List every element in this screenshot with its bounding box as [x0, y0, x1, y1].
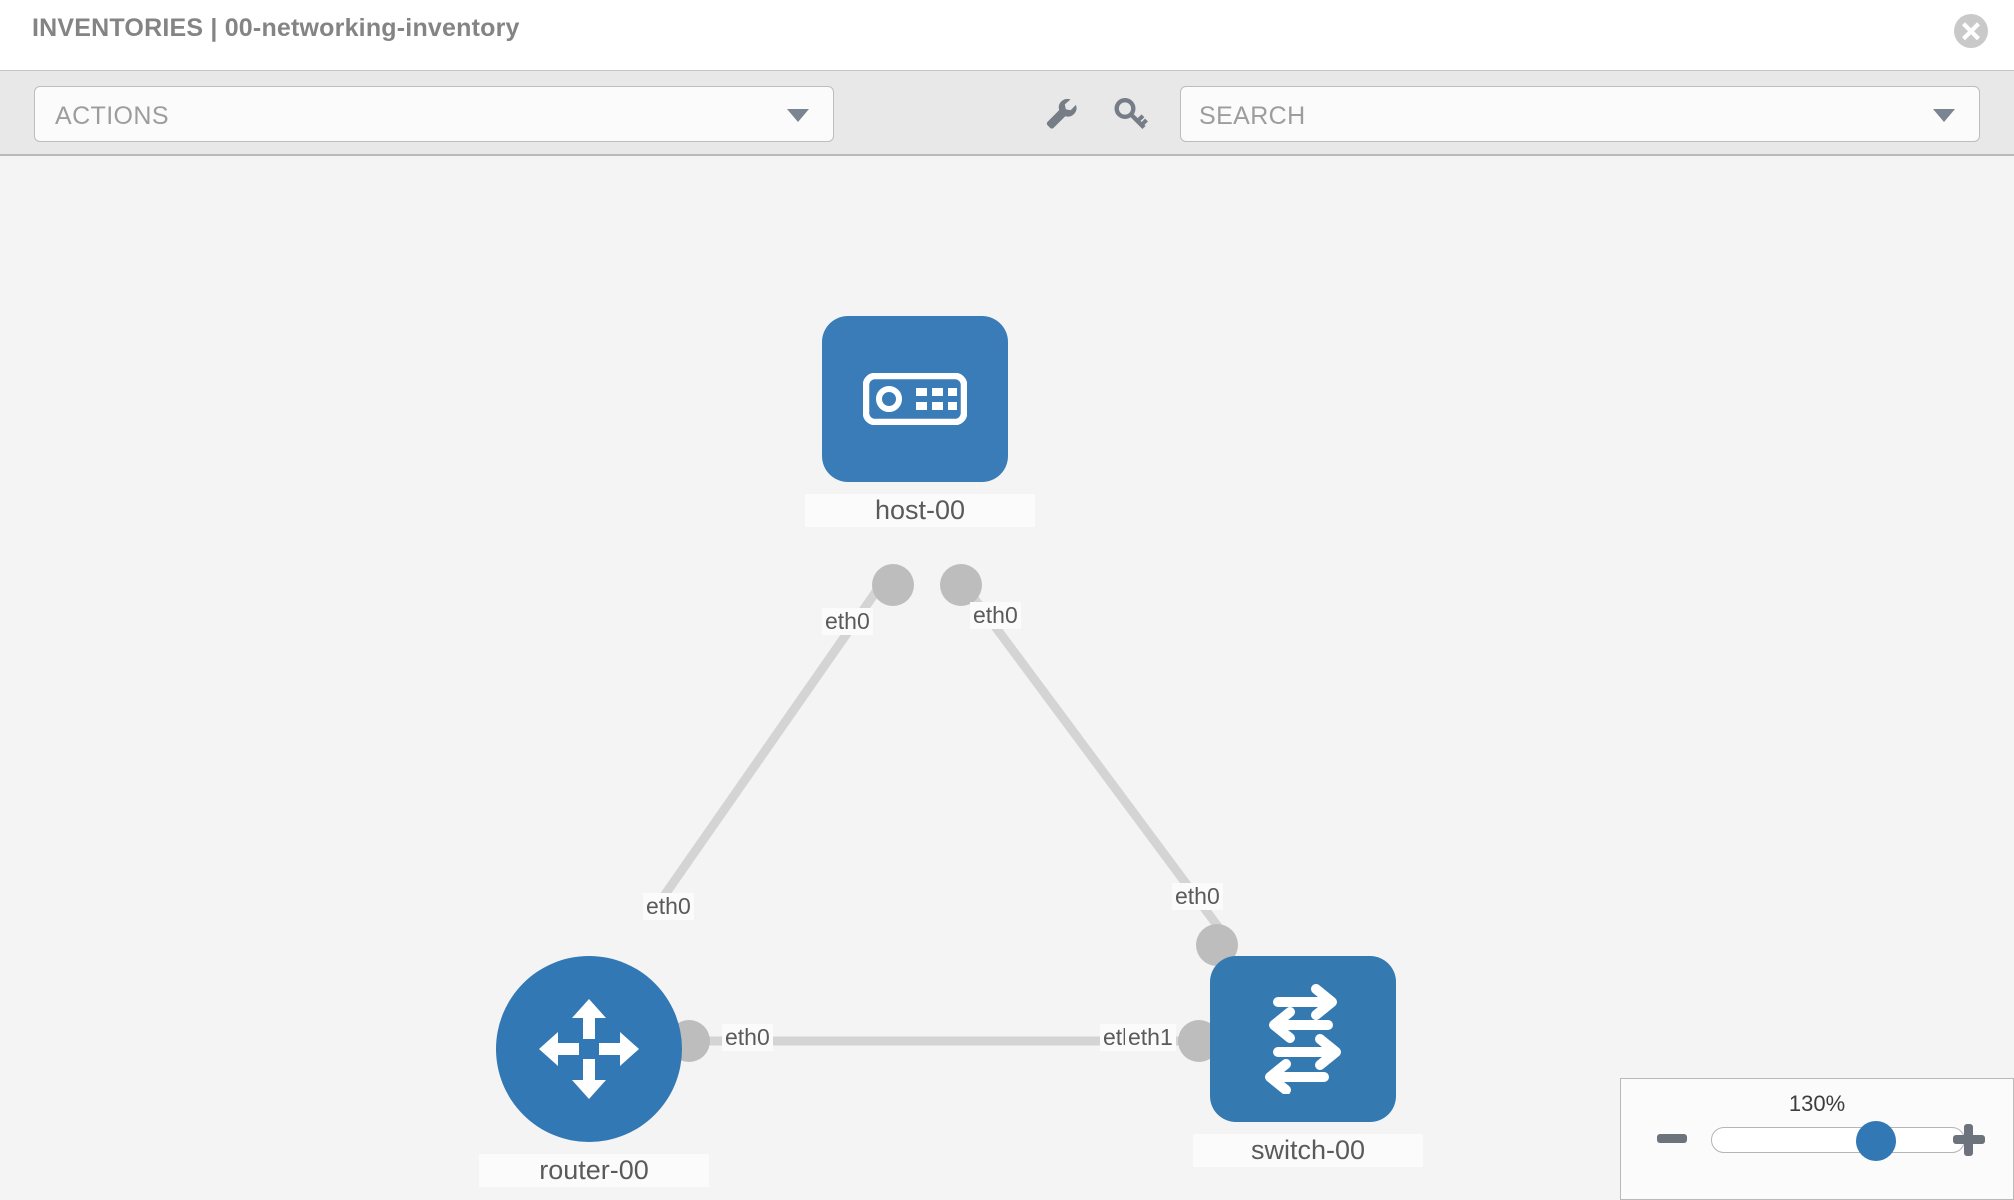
switch-arrows-icon: [1210, 956, 1396, 1122]
topology-canvas[interactable]: host-00: [0, 156, 2014, 1200]
interface-label-host00-eth0-left: eth0: [822, 608, 873, 635]
actions-dropdown[interactable]: ACTIONS: [34, 86, 834, 142]
interface-label-switch00-eth0-uplink: eth0: [1172, 883, 1223, 910]
toolbar: ACTIONS SEARCH: [0, 70, 2014, 156]
node-router-00-label: router-00: [479, 1154, 709, 1187]
zoom-out-button[interactable]: [1657, 1134, 1687, 1143]
zoom-level-value: 130%: [1788, 1091, 1846, 1116]
router-arrows-icon: [496, 956, 682, 1142]
interface-nub-host00-left[interactable]: [872, 564, 914, 606]
node-host-00-label: host-00: [805, 494, 1035, 527]
key-icon-glyph: [1114, 97, 1148, 130]
zoom-slider-thumb[interactable]: [1855, 1121, 1896, 1161]
zoom-slider[interactable]: [1711, 1121, 1965, 1161]
node-switch-00[interactable]: switch-00: [1193, 956, 1423, 1167]
zoom-control-panel: 130%: [1620, 1078, 2014, 1200]
topology-links: [646, 583, 1229, 1046]
key-icon[interactable]: [1110, 93, 1152, 135]
wrench-icon-glyph: [1046, 98, 1077, 129]
server-appliance-icon: [822, 316, 1008, 482]
interface-label-router00-eth0-uplink: eth0: [643, 893, 694, 920]
node-switch-00-shape: [1210, 956, 1396, 1122]
link-host00-switch00[interactable]: [961, 583, 1229, 939]
node-switch-00-label: switch-00: [1193, 1134, 1423, 1167]
page-title: INVENTORIES | 00-networking-inventory: [32, 14, 520, 42]
chevron-down-icon: [787, 109, 809, 122]
search-input-placeholder: SEARCH: [1199, 102, 1306, 130]
close-icon[interactable]: [1954, 14, 1988, 48]
close-icon-glyph: [1962, 22, 1980, 41]
link-host00-router00[interactable]: [646, 583, 884, 919]
interface-nub-host00-right[interactable]: [940, 564, 982, 606]
interface-label-host00-eth0-right: eth0: [970, 602, 1021, 629]
interface-label-router00-eth0: eth0: [722, 1024, 773, 1051]
node-host-00[interactable]: host-00: [805, 316, 1035, 527]
interface-label-switch00-eth1: eth1: [1125, 1024, 1176, 1051]
router-arrows-icon-glyph: [539, 999, 639, 1099]
chevron-down-icon[interactable]: [1933, 109, 1955, 122]
switch-arrows-icon-glyph: [1265, 984, 1341, 1094]
server-appliance-icon-glyph: [863, 373, 967, 425]
search-input[interactable]: SEARCH: [1180, 86, 1980, 142]
topology-graph: host-00: [0, 156, 2014, 1200]
page-header: INVENTORIES | 00-networking-inventory: [0, 0, 2014, 70]
wrench-icon[interactable]: [1040, 93, 1082, 135]
node-router-00[interactable]: router-00: [479, 956, 709, 1187]
node-router-00-shape: [496, 956, 682, 1142]
zoom-in-button[interactable]: [1953, 1124, 1985, 1156]
node-host-00-shape: [822, 316, 1008, 482]
actions-dropdown-label: ACTIONS: [55, 102, 169, 130]
